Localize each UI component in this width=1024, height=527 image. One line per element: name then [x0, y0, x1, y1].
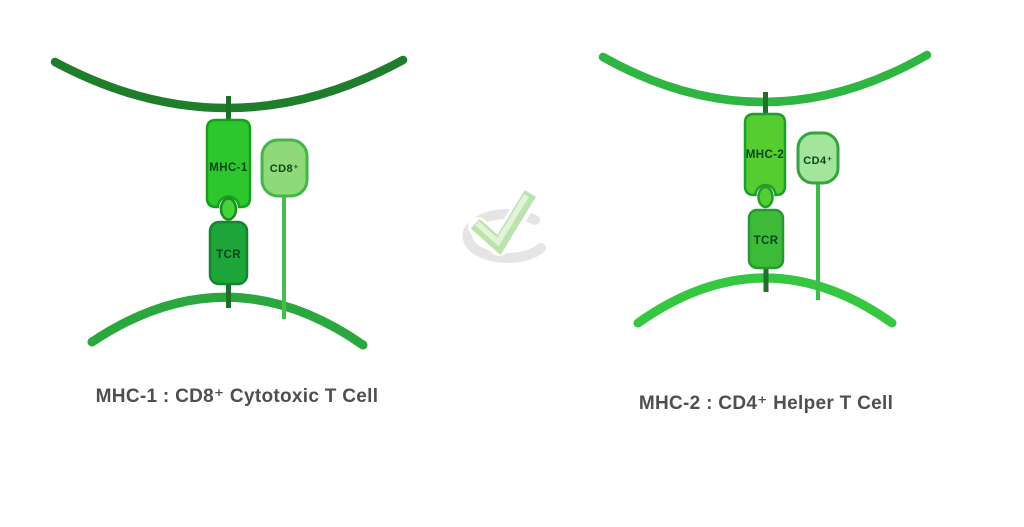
mhc2-molecule	[743, 112, 787, 197]
cd4-coreceptor	[796, 131, 840, 185]
tcr-molecule	[747, 208, 785, 270]
mhc1-molecule	[205, 118, 252, 209]
tcr-molecule	[208, 220, 249, 286]
panel-mhc2-cd4: MHC-2 TCR CD4⁺	[598, 50, 932, 328]
peptide-antigen	[219, 197, 238, 221]
mhc2-label: MHC-2	[746, 149, 784, 161]
caption-mhc2-helper-tcell: MHC-2 : CD4⁺ Helper T Cell	[638, 393, 894, 414]
peptide-antigen	[757, 185, 774, 209]
cd4-label: CD4⁺	[803, 155, 832, 167]
tcr-label: TCR	[754, 235, 779, 247]
watermark-check-highlight	[475, 194, 529, 247]
checkmark-logo-watermark	[462, 187, 546, 263]
tcr-label: TCR	[216, 249, 241, 261]
caption-mhc1-cytotoxic-tcell: MHC-1 : CD8⁺ Cytotoxic T Cell	[95, 386, 379, 407]
cd8-label: CD8⁺	[270, 163, 299, 175]
mhc1-label: MHC-1	[209, 162, 248, 174]
cd8-coreceptor	[260, 138, 309, 198]
panel-mhc1-cd8: MHC-1 TCR CD8⁺	[50, 55, 408, 350]
